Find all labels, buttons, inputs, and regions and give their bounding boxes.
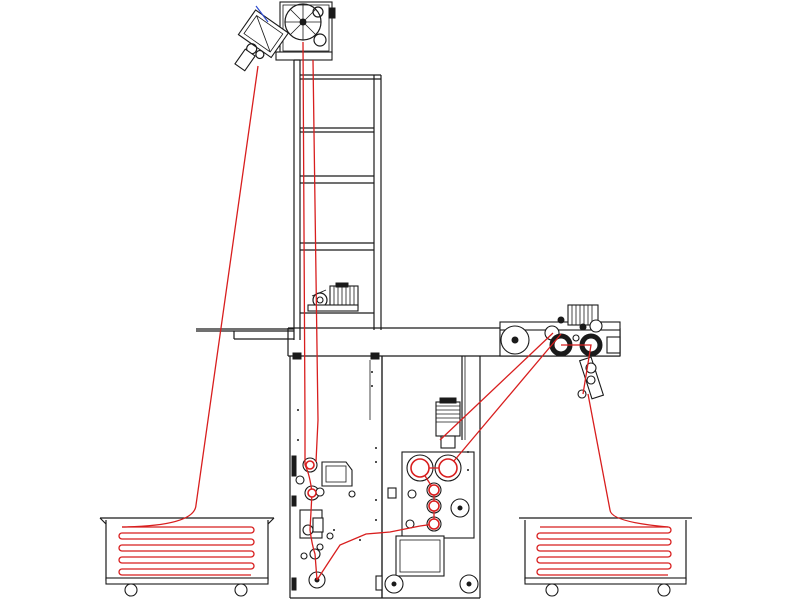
- right-fabric-stack: [536, 526, 672, 576]
- left-fabric-cart: [99, 517, 275, 597]
- right-fabric-cart: [519, 517, 692, 597]
- tower-frame: [293, 59, 382, 340]
- right-arm: [499, 304, 621, 400]
- fastener-dots: [297, 371, 469, 541]
- left-outrigger: [196, 328, 294, 340]
- top-feeder-unit: [234, 1, 336, 72]
- left-fabric-stack: [118, 526, 255, 576]
- tower-motor: [307, 282, 359, 312]
- fabric-rollers: [305, 458, 458, 530]
- center-cabinet-unit: [375, 397, 479, 594]
- base-cabinets: [289, 356, 481, 599]
- left-cabinet-rollers: [291, 455, 356, 591]
